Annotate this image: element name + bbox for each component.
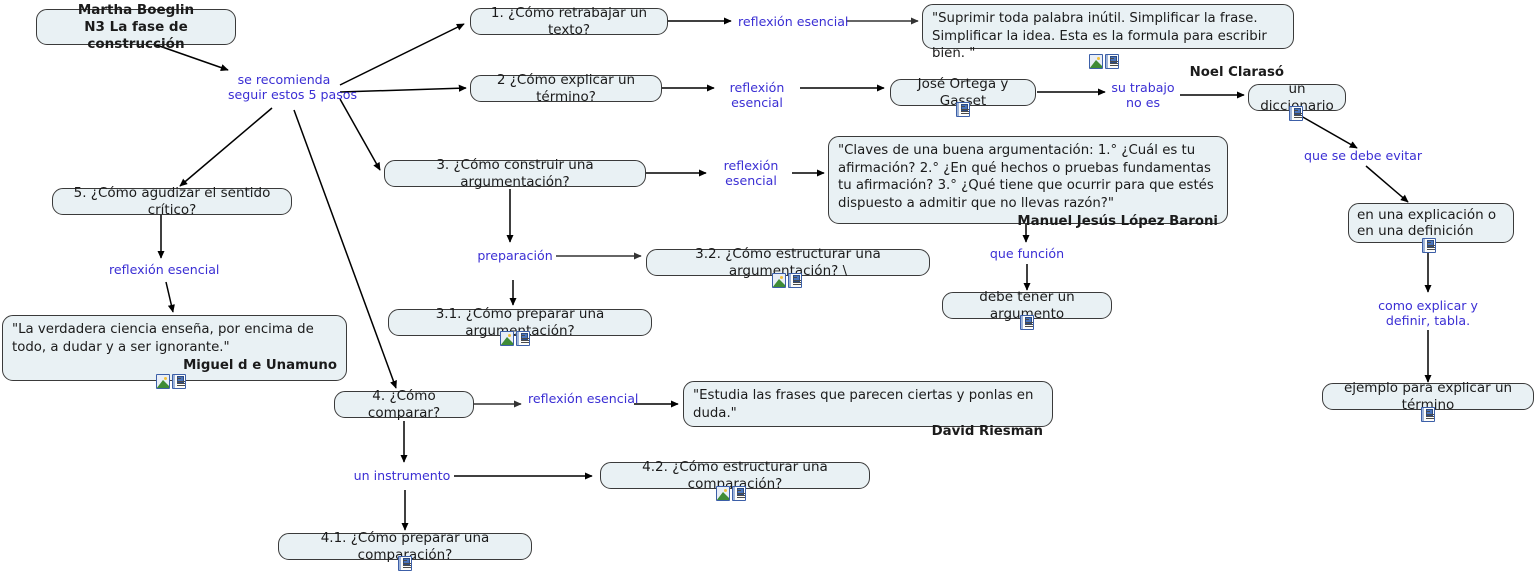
link-label-reflexion-esencial-2[interactable]: reflexión esencial bbox=[729, 80, 785, 110]
node-question-4-2-label: 4.2. ¿Cómo estructurar una comparación? bbox=[642, 459, 828, 492]
picture-resource-icon[interactable] bbox=[772, 273, 786, 288]
node-jose-ortega-y-gasset[interactable]: José Ortega y Gasset bbox=[890, 76, 1036, 109]
node-question-5[interactable]: 5. ¿Cómo agudizar el sentido crítico? bbox=[52, 185, 292, 218]
quote-unamuno-text: "La verdadera ciencia enseña, por encima… bbox=[12, 322, 314, 355]
picture-resource-icon[interactable] bbox=[716, 486, 730, 501]
node-question-1[interactable]: 1. ¿Cómo retrabajar un texto? bbox=[470, 5, 668, 38]
link-label-preparacion[interactable]: preparación bbox=[477, 248, 553, 263]
document-resource-icon[interactable] bbox=[732, 486, 746, 501]
resource-icons-ortega[interactable] bbox=[956, 102, 970, 117]
root-title-line2: N3 La fase de construcción bbox=[84, 18, 188, 52]
resource-icons-4-1[interactable] bbox=[398, 556, 412, 571]
link-label-que-se-debe-evitar[interactable]: que se debe evitar bbox=[1303, 148, 1423, 163]
resource-icons-claraso[interactable] bbox=[1089, 54, 1119, 69]
quote-baroni-text: "Claves de una buena argumentación: 1.° … bbox=[838, 143, 1214, 211]
quote-claraso-text: "Suprimir toda palabra inútil. Simplific… bbox=[932, 11, 1267, 61]
resource-icons-explicacion[interactable] bbox=[1422, 238, 1436, 253]
node-un-diccionario-label: un diccionario bbox=[1260, 81, 1334, 114]
quote-riesman-author: David Riesman bbox=[931, 424, 1043, 439]
node-question-2-label: 2 ¿Cómo explicar un término? bbox=[496, 72, 636, 105]
node-quote-noel-claraso[interactable]: "Suprimir toda palabra inútil. Simplific… bbox=[922, 4, 1294, 80]
document-resource-icon[interactable] bbox=[956, 102, 970, 117]
document-resource-icon[interactable] bbox=[516, 331, 530, 346]
document-resource-icon[interactable] bbox=[1105, 54, 1119, 69]
node-quote-manuel-jesus-lopez-baroni[interactable]: "Claves de una buena argumentación: 1.° … bbox=[828, 136, 1228, 229]
link-label-reflexion-esencial-4[interactable]: reflexión esencial bbox=[528, 391, 639, 406]
document-resource-icon[interactable] bbox=[398, 556, 412, 571]
quote-riesman-text: "Estudia las frases que parecen ciertas … bbox=[693, 388, 1034, 421]
node-debe-tener-argumento-label: debe tener un argumento bbox=[979, 289, 1075, 322]
node-question-4[interactable]: 4. ¿Cómo comparar? bbox=[334, 388, 474, 421]
node-quote-miguel-de-unamuno[interactable]: "La verdadera ciencia enseña, por encima… bbox=[2, 315, 347, 381]
resource-icons-argumento[interactable] bbox=[1020, 315, 1034, 330]
node-question-4-label: 4. ¿Cómo comparar? bbox=[367, 388, 441, 421]
node-question-4-2[interactable]: 4.2. ¿Cómo estructurar una comparación? bbox=[600, 459, 870, 492]
document-resource-icon[interactable] bbox=[1421, 407, 1435, 422]
document-resource-icon[interactable] bbox=[1289, 106, 1303, 121]
root-title-line1: Martha Boeglin bbox=[77, 1, 195, 18]
quote-unamuno-author: Miguel d e Unamuno bbox=[183, 358, 337, 373]
resource-icons-diccionario[interactable] bbox=[1289, 106, 1303, 121]
resource-icons-ejemplo[interactable] bbox=[1421, 407, 1435, 422]
picture-resource-icon[interactable] bbox=[500, 331, 514, 346]
link-label-que-funcion[interactable]: que función bbox=[989, 246, 1065, 261]
node-ejemplo-para-explicar-un-termino[interactable]: ejemplo para explicar un término bbox=[1322, 380, 1534, 413]
node-question-3-1[interactable]: 3.1. ¿Cómo preparar una argumentación? bbox=[388, 306, 652, 339]
resource-icons-3-1[interactable] bbox=[500, 331, 530, 346]
node-jose-ortega-y-gasset-label: José Ortega y Gasset bbox=[917, 76, 1009, 109]
link-label-como-explicar-y-definir[interactable]: como explicar y definir, tabla. bbox=[1378, 298, 1478, 328]
picture-resource-icon[interactable] bbox=[1089, 54, 1103, 69]
link-label-se-recomienda-line2: seguir estos 5 pasos bbox=[228, 87, 358, 102]
node-ejemplo-label: ejemplo para explicar un término bbox=[1343, 380, 1513, 413]
node-en-una-explicacion-label: en una explicación o en una definición bbox=[1357, 206, 1497, 240]
quote-claraso-author: Noel Clarasó bbox=[1189, 64, 1284, 80]
link-label-se-recomienda[interactable]: se recomienda seguir estos 5 pasos bbox=[228, 72, 357, 102]
picture-resource-icon[interactable] bbox=[156, 374, 170, 389]
node-question-5-label: 5. ¿Cómo agudizar el sentido crítico? bbox=[73, 185, 271, 218]
node-question-3-1-label: 3.1. ¿Cómo preparar una argumentación? bbox=[435, 306, 605, 339]
link-label-reflexion-esencial-5[interactable]: reflexión esencial bbox=[109, 262, 220, 277]
document-resource-icon[interactable] bbox=[788, 273, 802, 288]
node-un-diccionario[interactable]: un diccionario bbox=[1248, 81, 1346, 114]
node-en-una-explicacion-o-definicion[interactable]: en una explicación o en una definición bbox=[1348, 203, 1514, 243]
node-question-3-2-label: 3.2. ¿Cómo estructurar una argumentación… bbox=[695, 246, 881, 279]
node-root-title[interactable]: Martha Boeglin N3 La fase de construcció… bbox=[36, 2, 236, 52]
node-quote-david-riesman[interactable]: "Estudia las frases que parecen ciertas … bbox=[683, 381, 1053, 439]
node-question-1-label: 1. ¿Cómo retrabajar un texto? bbox=[490, 5, 648, 38]
link-label-reflexion-esencial-1[interactable]: reflexión esencial bbox=[738, 14, 849, 29]
node-question-3-label: 3. ¿Cómo construir una argumentación? bbox=[436, 157, 594, 190]
link-label-su-trabajo-no-es[interactable]: su trabajo no es bbox=[1111, 80, 1175, 110]
link-label-se-recomienda-line1: se recomienda bbox=[237, 72, 331, 87]
resource-icons-unamuno[interactable] bbox=[156, 374, 186, 389]
quote-baroni-author: Manuel Jesús López Baroni bbox=[1017, 214, 1218, 229]
node-question-4-1-label: 4.1. ¿Cómo preparar una comparación? bbox=[320, 530, 490, 563]
link-label-reflexion-esencial-3[interactable]: reflexión esencial bbox=[723, 158, 779, 188]
link-label-un-instrumento[interactable]: un instrumento bbox=[353, 468, 451, 483]
node-question-2[interactable]: 2 ¿Cómo explicar un término? bbox=[470, 72, 662, 105]
document-resource-icon[interactable] bbox=[1422, 238, 1436, 253]
resource-icons-4-2[interactable] bbox=[716, 486, 746, 501]
document-resource-icon[interactable] bbox=[1020, 315, 1034, 330]
node-question-3-2[interactable]: 3.2. ¿Cómo estructurar una argumentación… bbox=[646, 246, 930, 279]
resource-icons-3-2[interactable] bbox=[772, 273, 802, 288]
node-question-3[interactable]: 3. ¿Cómo construir una argumentación? bbox=[384, 157, 646, 190]
document-resource-icon[interactable] bbox=[172, 374, 186, 389]
